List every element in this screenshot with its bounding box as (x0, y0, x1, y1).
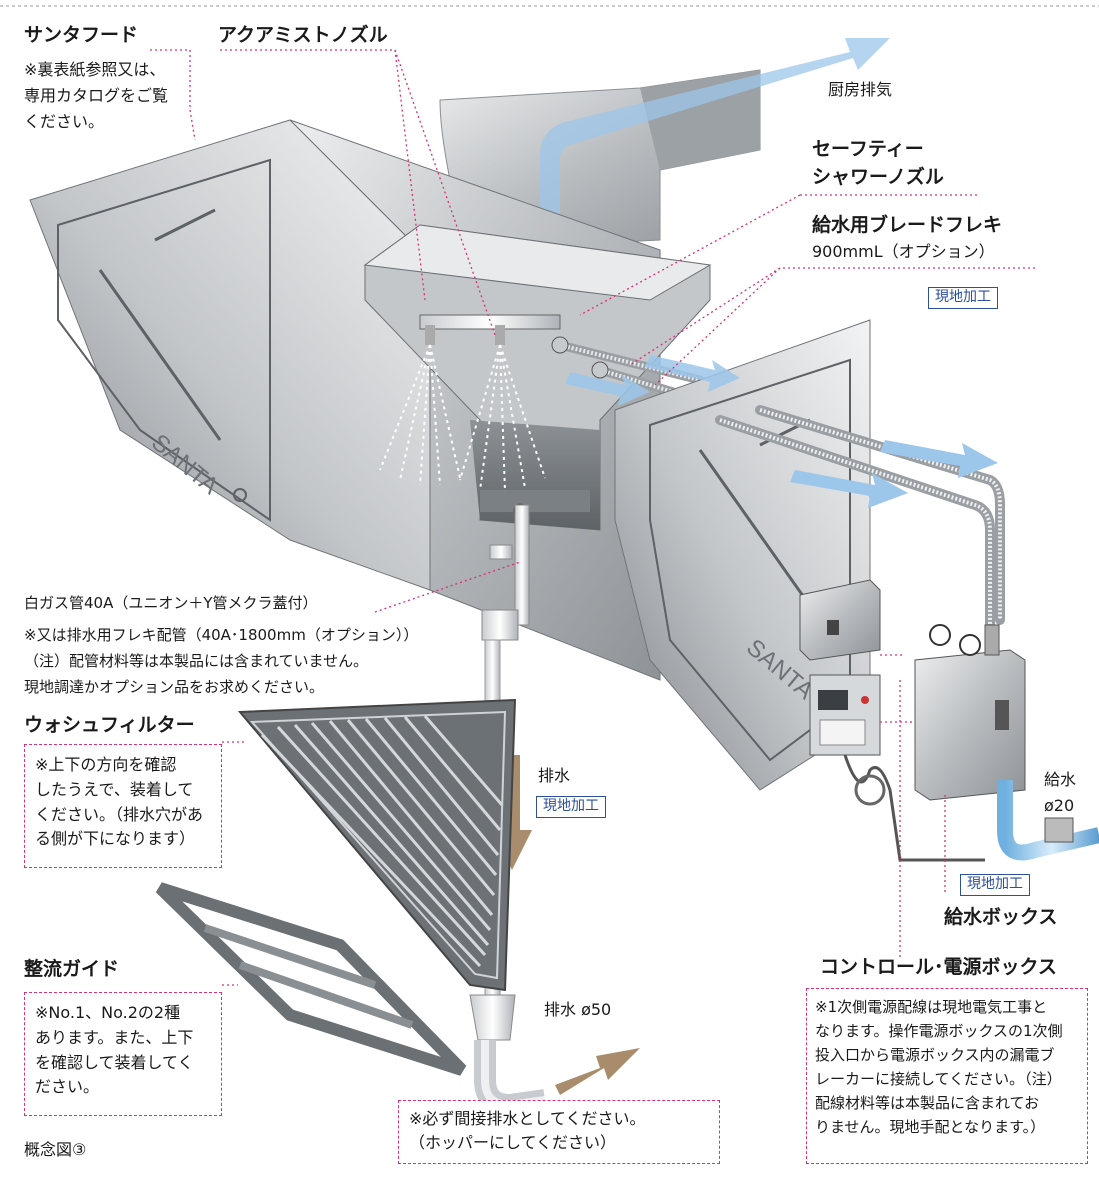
on-site-work-tag-drain: 現地加工 (536, 796, 606, 818)
control-box-title: コントロール･電源ボックス (820, 956, 1057, 978)
flow-guide-note-line: あります。また、上下 (35, 1027, 194, 1047)
exhaust-arrow (540, 38, 890, 270)
gas-pipe-note-1: ※又は排水用フレキ配管（40A･1800mm（オプション）） (24, 626, 419, 644)
wash-filter-note-box: ※上下の方向を確認 したうえで、装着して ください。（排水穴があ る側が下になり… (24, 744, 222, 868)
control-box-note-line: ※1次側電源配線は現地電気工事と (815, 998, 1048, 1016)
control-box-note-line: 配線材料等は本製品に含まれてお (815, 1094, 1040, 1112)
gas-pipe-note-3: 現地調達かオプション品をお求めください。 (24, 678, 325, 696)
airflow-arrows (565, 355, 998, 508)
water-supply-box (914, 624, 1099, 861)
control-power-box (799, 579, 985, 862)
flow-guide-note-box: ※No.1、No.2の2種 あります。また、上下 を確認して装着してく ださい。 (24, 992, 222, 1116)
flex-hoses (715, 405, 1005, 635)
water-supply-size: ø20 (1044, 796, 1075, 815)
control-box-note-line: レーカーに接続してください。（注） (815, 1070, 1062, 1088)
drain-note-box: ※必ず間接排水としてください。 （ホッパーにしてください） (398, 1100, 720, 1164)
filter-chamber (363, 224, 712, 531)
diagram-caption: 概念図③ (24, 1140, 87, 1159)
control-box-note-line: 投入口から電源ボックス内の漏電ブ (815, 1046, 1055, 1064)
control-box-note-box: ※1次側電源配線は現地電気工事と なります。操作電源ボックスの1次側 投入口から… (806, 988, 1088, 1164)
drain-50-label: 排水 ø50 (544, 1000, 612, 1019)
drain-note-line-1: ※必ず間接排水としてください。 (409, 1109, 646, 1128)
flow-guide-note-line: を確認して装着してく (35, 1052, 194, 1072)
leader-lines (150, 49, 1035, 986)
gas-pipe-note-2: （注）配管材料等は本製品には含まれていません。 (24, 652, 369, 670)
kitchen-exhaust-label: 厨房排気 (828, 80, 893, 99)
safety-shower-label-1: セーフティー (812, 138, 924, 160)
braided-flex-label: 給水用ブレードフレキ (812, 214, 1003, 236)
wash-filter-note-line: ください。（排水穴があ (35, 804, 204, 824)
wash-filter (237, 698, 517, 992)
wash-filter-note-line: る側が下になります） (35, 829, 196, 849)
water-supply-label: 給水 (1044, 770, 1077, 789)
control-box-note-line: なります。操作電源ボックスの1次側 (815, 1022, 1063, 1040)
drain-note-line-2: （ホッパーにしてください） (409, 1133, 617, 1152)
santa-hood-title: サンタフード (24, 24, 139, 46)
santa-hood-note-3: ください。 (24, 112, 105, 131)
gas-pipe-label: 白ガス管40A（ユニオン＋Y管メクラ蓋付） (24, 594, 318, 612)
on-site-work-tag-water: 現地加工 (960, 874, 1030, 896)
flow-guide (155, 882, 467, 1076)
santa-hood-note-2: 専用カタログをご覧 (24, 86, 169, 105)
drain-label: 排水 (538, 766, 571, 785)
braided-flex-spec: 900mmL（オプション） (812, 242, 995, 261)
santa-hood-note-1: ※裏表紙参照又は、 (24, 60, 166, 79)
flow-guide-note-line: ださい。 (35, 1077, 100, 1097)
flow-guide-note-line: ※No.1、No.2の2種 (35, 1003, 181, 1022)
flow-guide-title: 整流ガイド (24, 958, 120, 980)
safety-shower-label-2: シャワーノズル (812, 166, 944, 188)
wash-filter-title: ウォシュフィルター (24, 714, 195, 736)
water-box-label: 給水ボックス (944, 906, 1058, 928)
on-site-work-tag-top: 現地加工 (928, 287, 998, 309)
control-box-note-line: りません。現地手配となります。） (815, 1118, 1046, 1136)
wash-filter-note-line: したうえで、装着して (35, 779, 194, 799)
aqua-mist-spray (379, 314, 561, 493)
hood-right-panel: SANTA (614, 319, 871, 791)
wash-filter-note-line: ※上下の方向を確認 (35, 755, 177, 774)
aqua-mist-nozzle-label: アクアミストノズル (218, 24, 388, 46)
